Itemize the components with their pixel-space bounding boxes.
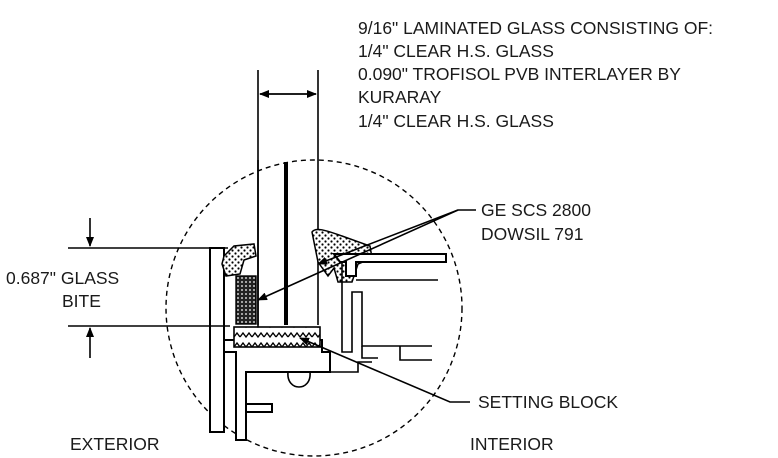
interior-frame xyxy=(332,253,447,361)
glass-spec-line-2: 1/4" CLEAR H.S. GLASS xyxy=(358,41,554,61)
glass-bite-dimension xyxy=(68,218,230,358)
sealant-label-line-1: GE SCS 2800 xyxy=(481,200,591,220)
leader-lines xyxy=(257,209,476,403)
setting-block xyxy=(233,326,321,348)
glass-spec-line-5: 1/4" CLEAR H.S. GLASS xyxy=(358,111,554,131)
glass-spec-line-1: 9/16" LAMINATED GLASS CONSISTING OF: xyxy=(358,18,713,38)
laminated-glass xyxy=(257,160,319,325)
glass-spec-line-3: 0.090" TROFISOL PVB INTERLAYER BY xyxy=(358,64,681,84)
detail-circle xyxy=(165,159,463,457)
glass-bite-label-line-2: BITE xyxy=(62,291,101,311)
exterior-label: EXTERIOR xyxy=(70,434,159,454)
glass-bite-label-line-1: 0.687" GLASS xyxy=(6,268,119,288)
exterior-gasket xyxy=(221,243,257,325)
glass-spec-line-4: KURARAY xyxy=(358,87,442,107)
sealant-label-line-2: DOWSIL 791 xyxy=(481,224,583,244)
setting-block-label: SETTING BLOCK xyxy=(478,392,618,412)
interior-label: INTERIOR xyxy=(470,434,554,454)
